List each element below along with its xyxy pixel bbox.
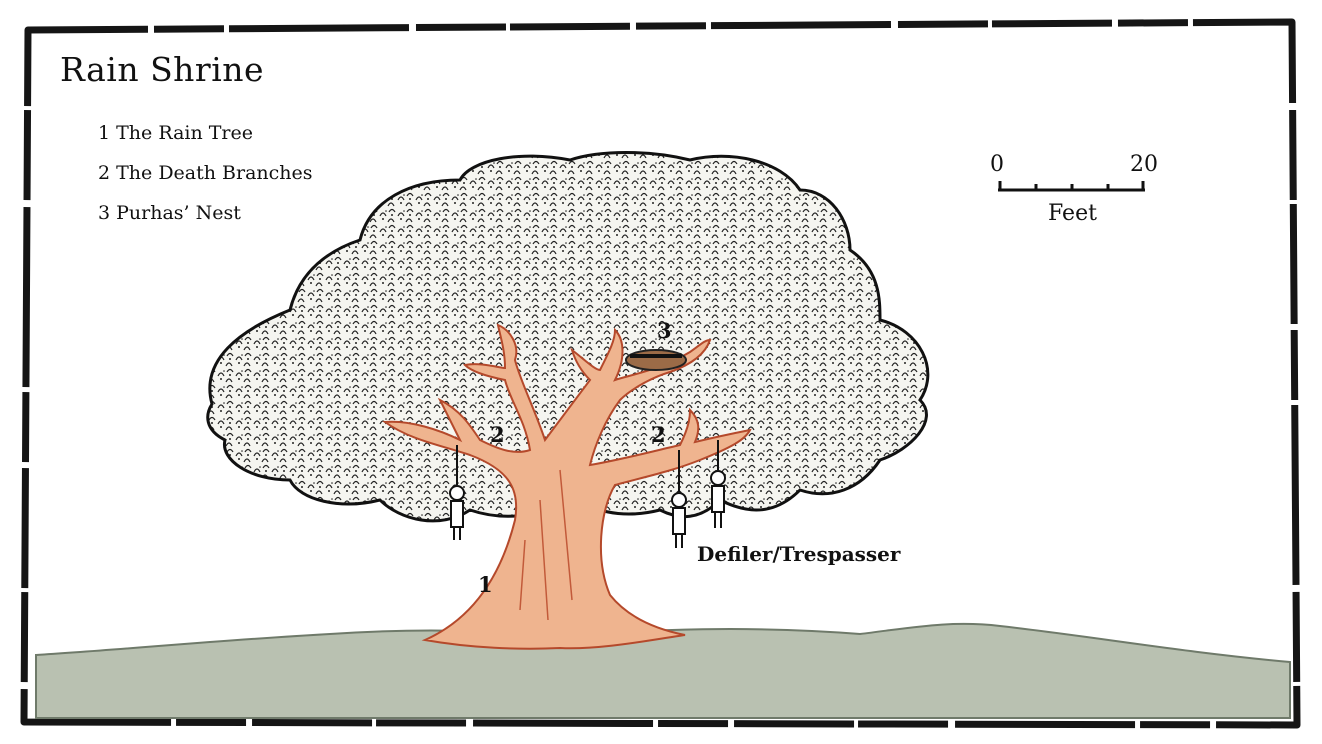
map-legend: 1 The Rain Tree 2 The Death Branches 3 P… <box>98 113 313 233</box>
defiler-trespasser-label: Defiler/Trespasser <box>697 542 901 566</box>
scale-bar <box>998 181 1145 192</box>
scale-unit-label: Feet <box>1048 201 1097 226</box>
ground <box>35 622 1291 719</box>
scale-min-label: 0 <box>990 152 1004 177</box>
tree-canopy <box>206 151 930 523</box>
map-border <box>20 18 1301 729</box>
map-title: Rain Shrine <box>60 50 265 89</box>
marker-death-branch-left: 2 <box>490 422 505 447</box>
tree-trunk <box>382 323 752 650</box>
marker-rain-tree: 1 <box>478 572 493 597</box>
marker-purhas-nest: 3 <box>657 318 672 343</box>
legend-item-death-branches: 2 The Death Branches <box>98 162 313 184</box>
hanged-figures <box>449 440 726 548</box>
scale-max-label: 20 <box>1130 152 1158 177</box>
legend-item-rain-tree: 1 The Rain Tree <box>98 122 253 144</box>
legend-item-purhas-nest: 3 Purhas’ Nest <box>98 202 241 224</box>
marker-death-branch-right: 2 <box>651 422 666 447</box>
purhas-nest <box>625 349 687 371</box>
